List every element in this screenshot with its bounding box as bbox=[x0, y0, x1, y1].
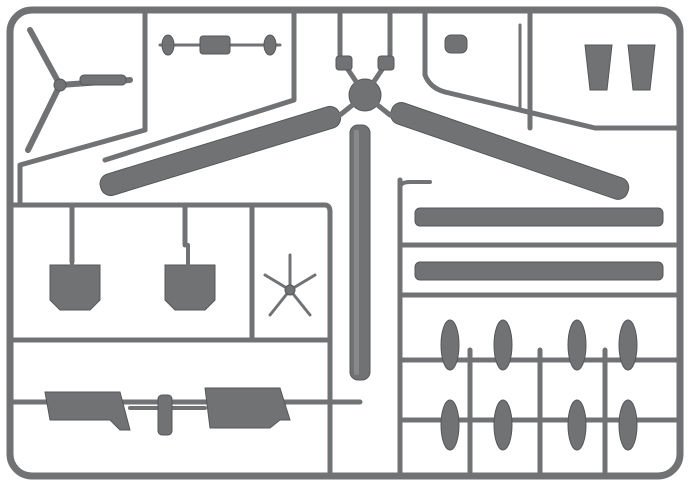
rotor-hub bbox=[335, 55, 395, 118]
axle-part bbox=[158, 34, 282, 56]
beam-parts bbox=[398, 180, 664, 281]
spoked-part bbox=[263, 253, 317, 317]
cylinder-parts bbox=[444, 23, 656, 112]
hull-sections bbox=[49, 243, 216, 311]
outer-runner bbox=[6, 6, 684, 480]
engine-nacelles bbox=[44, 387, 291, 436]
rotor-blades bbox=[99, 102, 630, 381]
internal-runners bbox=[11, 11, 679, 475]
rocket-parts bbox=[440, 319, 638, 451]
tripod-part bbox=[25, 27, 133, 153]
